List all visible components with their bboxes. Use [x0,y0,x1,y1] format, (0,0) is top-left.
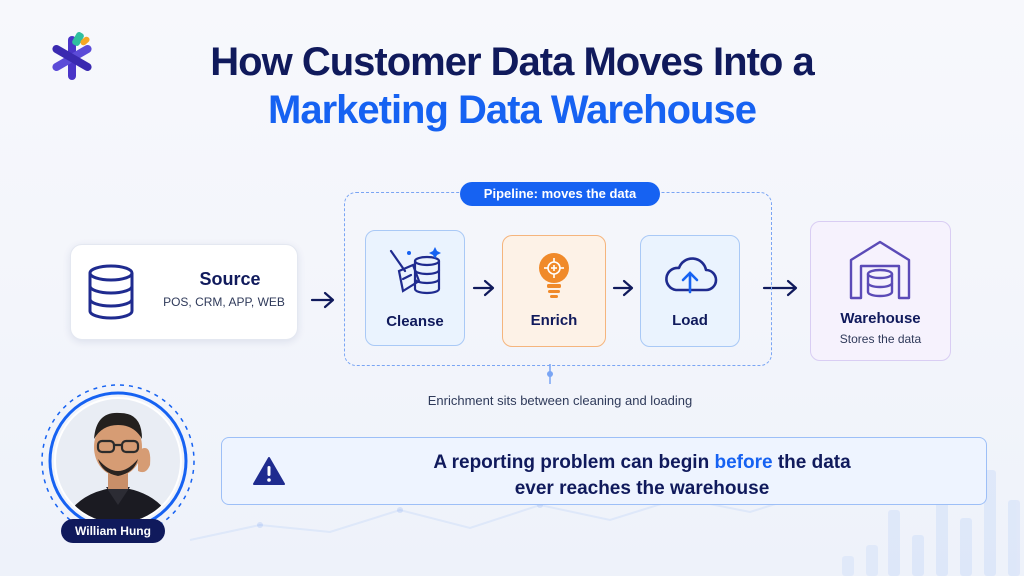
warehouse-subtitle: Stores the data [839,332,922,346]
arrow-cleanse-to-enrich [472,279,495,297]
warehouse-database-icon [849,240,911,300]
pipeline-label: Pipeline: moves the data [460,182,660,206]
brand-logo [52,32,92,80]
alert-text-line-2: ever reaches the warehouse [514,478,770,499]
page-title-line-2: Marketing Data Warehouse [268,88,757,132]
presenter-avatar [41,384,195,538]
arrow-enrich-to-load [612,279,634,297]
cloud-upload-icon [665,257,718,294]
alert-callout: A reporting problem can begin before the… [221,437,987,505]
arrow-load-to-warehouse [762,279,798,297]
step-load: Load [640,235,740,347]
warehouse-title: Warehouse [840,310,921,327]
broom-database-icon [389,247,441,295]
pipeline-note: Enrichment sits between cleaning and loa… [427,393,693,408]
arrow-source-to-cleanse [310,291,335,309]
source-subtitle: POS, CRM, APP, WEB [163,295,285,309]
page-title-line-1: How Customer Data Moves Into a [210,40,814,84]
warning-icon [253,457,285,485]
note-pointer [547,364,553,384]
source-title: Source [199,269,261,289]
warehouse-card: Warehouse Stores the data [810,221,951,361]
alert-text-after: the data [772,452,851,473]
lightbulb-icon [539,253,569,298]
step-enrich: Enrich [502,235,606,347]
alert-text-accent: before [714,452,773,473]
database-icon [88,264,134,320]
step-cleanse: Cleanse [365,230,465,346]
source-card: Source POS, CRM, APP, WEB [70,244,298,340]
alert-text-before: A reporting problem can begin [433,452,715,473]
alert-text-line-1: A reporting problem can begin before the… [322,452,962,474]
step-label-enrich: Enrich [530,312,578,329]
presenter-name-badge: William Hung [61,519,165,543]
step-label-cleanse: Cleanse [386,313,444,330]
step-label-load: Load [672,312,708,329]
